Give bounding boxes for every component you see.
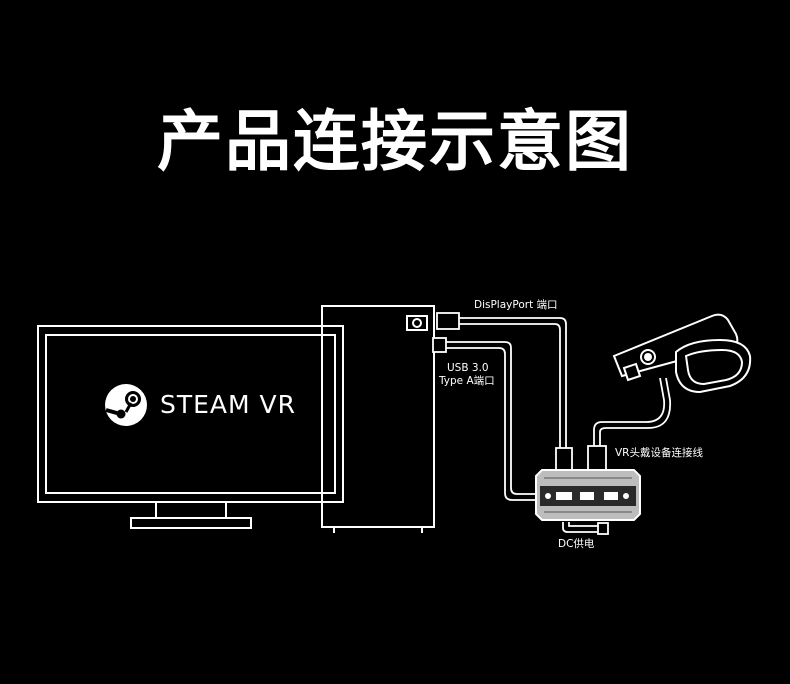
label-vr-cable: VR头戴设备连接线 xyxy=(615,447,703,459)
monitor-base xyxy=(130,517,252,529)
cables xyxy=(446,317,671,533)
steam-vr-label: STEAM VR xyxy=(160,390,297,419)
monitor-screen xyxy=(45,334,336,494)
pc-tower xyxy=(321,305,435,533)
page-title: 产品连接示意图 xyxy=(157,103,633,180)
vr-headset xyxy=(612,313,752,394)
label-displayport: DisPlayPort 端口 xyxy=(474,299,558,311)
monitor xyxy=(37,325,344,529)
link-box xyxy=(535,469,641,521)
label-usb-line1: USB 3.0 xyxy=(447,362,489,374)
label-usb-line2: Type A端口 xyxy=(439,375,495,387)
label-dc-power: DC供电 xyxy=(558,538,595,550)
usb-plug xyxy=(432,337,447,353)
steam-logo-icon xyxy=(105,384,147,426)
vr-plug-hub xyxy=(587,445,607,471)
monitor-neck xyxy=(155,501,227,519)
tower-port xyxy=(406,315,428,331)
dc-plug xyxy=(597,522,609,535)
dp-plug-hub xyxy=(555,447,573,471)
plugs xyxy=(432,312,609,535)
dp-plug xyxy=(436,312,460,330)
